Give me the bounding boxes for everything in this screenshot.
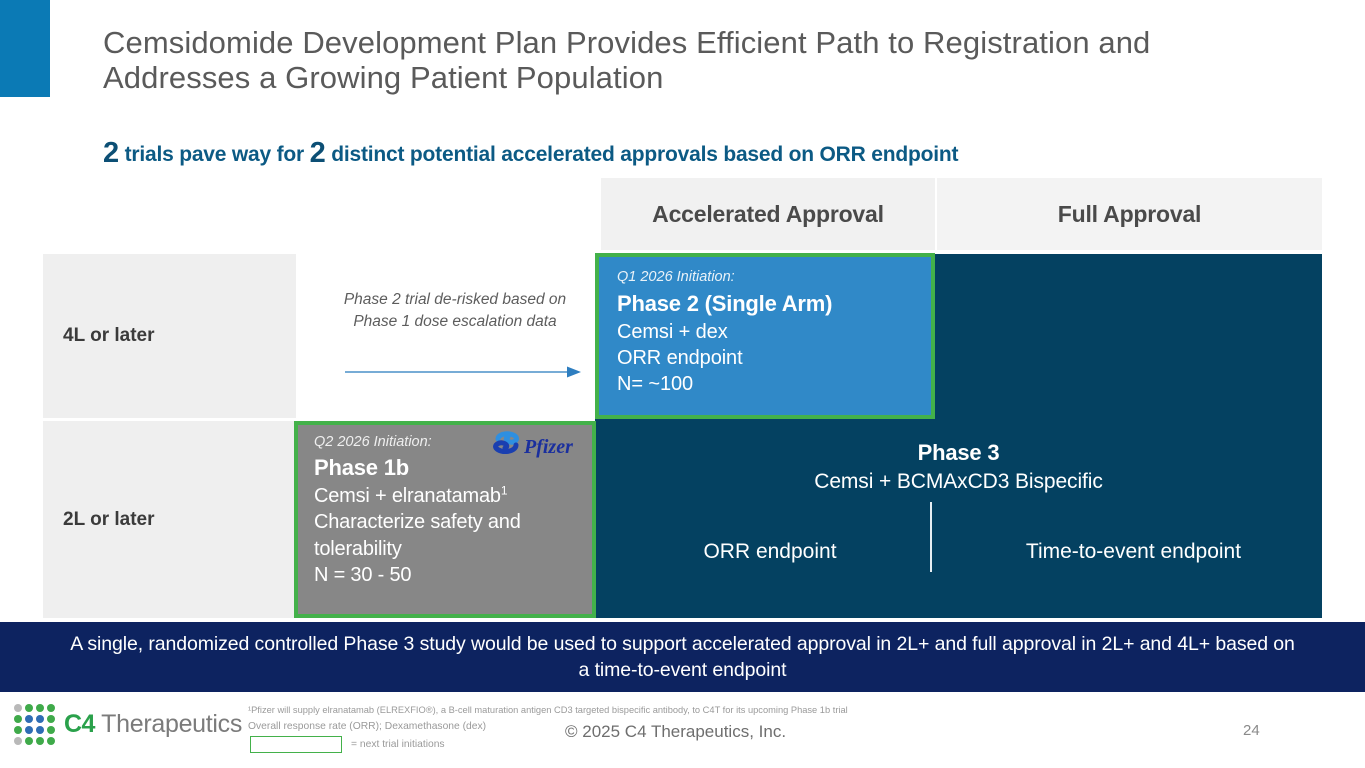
c4-therapeutics-logo: C4 Therapeutics (14, 704, 242, 745)
phase2-title: Phase 2 (Single Arm) (617, 291, 833, 317)
phase1b-card: Q2 2026 Initiation: Pfizer Phase 1b Cems… (294, 421, 596, 618)
pfizer-wordmark: Pfizer (523, 436, 573, 458)
phase1b-enrollment: N = 30 - 50 (314, 564, 412, 587)
right-arrow-icon (345, 364, 581, 380)
summary-banner-text: A single, randomized controlled Phase 3 … (70, 632, 1295, 681)
phase2-enrollment: N= ~100 (617, 373, 694, 396)
c4-wordmark: C4 Therapeutics (64, 710, 242, 739)
legend-label: = next trial initiations (351, 739, 445, 750)
summary-banner: A single, randomized controlled Phase 3 … (0, 622, 1365, 692)
row-label-2l-or-later: 2L or later (43, 421, 296, 618)
phase2-regimen: Cemsi + dex (617, 320, 728, 343)
phase1b-objective-line1: Characterize safety and (314, 511, 521, 534)
copyright: © 2025 C4 Therapeutics, Inc. (565, 722, 787, 741)
phase1b-initiation: Q2 2026 Initiation: (314, 434, 432, 450)
c4-wordmark-therapeutics: Therapeutics (94, 710, 243, 738)
c4-wordmark-c4: C4 (64, 710, 95, 738)
phase3-endpoint-orr: ORR endpoint (703, 540, 837, 563)
column-header-full-approval: Full Approval (937, 178, 1322, 250)
row-label-4l-or-later: 4L or later (43, 254, 296, 418)
subtitle: 2 trials pave way for 2 distinct potenti… (103, 137, 1303, 170)
column-header-accelerated-approval: Accelerated Approval (601, 178, 935, 250)
page-number: 24 (1243, 722, 1260, 739)
phase3-title: Phase 3 (917, 440, 1000, 465)
subtitle-num-1: 2 (103, 137, 119, 169)
legend-swatch-next-trial-initiations (250, 736, 342, 753)
phase3-regimen: Cemsi + BCMAxCD3 Bispecific (814, 470, 1103, 494)
phase2-initiation: Q1 2026 Initiation: (617, 269, 735, 285)
phase3-divider (930, 502, 932, 572)
phase2-endpoint: ORR endpoint (617, 346, 743, 369)
phase3-endpoint-time-to-event: Time-to-event endpoint (1025, 540, 1242, 563)
phase1b-objective-line2: tolerability (314, 537, 402, 560)
phase3-block-lower (595, 419, 1322, 618)
phase1b-regimen-text: Cemsi + elranatamab (314, 484, 501, 507)
legend: = next trial initiations (250, 736, 445, 753)
footnote-1: ¹Pfizer will supply elranatamab (ELREXFI… (248, 705, 848, 715)
derisk-note: Phase 2 trial de-risked based on Phase 1… (343, 291, 567, 330)
phase1b-regimen: Cemsi + elranatamab1 (314, 483, 592, 509)
accent-bar (0, 0, 50, 97)
footnote-2: Overall response rate (ORR); Dexamethaso… (248, 721, 487, 732)
phase1b-title: Phase 1b (314, 455, 410, 481)
phase2-card: Q1 2026 Initiation: Phase 2 (Single Arm)… (595, 253, 935, 419)
subtitle-tail: distinct potential accelerated approvals… (325, 143, 959, 166)
phase1b-regimen-footnote-marker: 1 (500, 483, 508, 498)
page-title: Cemsidomide Development Plan Provides Ef… (103, 25, 1151, 95)
phase3-content: Phase 3 Cemsi + BCMAxCD3 Bispecific (595, 432, 1322, 617)
pfizer-logo: Pfizer (492, 431, 582, 461)
subtitle-mid: trials pave way for (118, 143, 310, 166)
logo-dot-matrix-icon (14, 704, 55, 745)
subtitle-num-2: 2 (309, 137, 326, 169)
